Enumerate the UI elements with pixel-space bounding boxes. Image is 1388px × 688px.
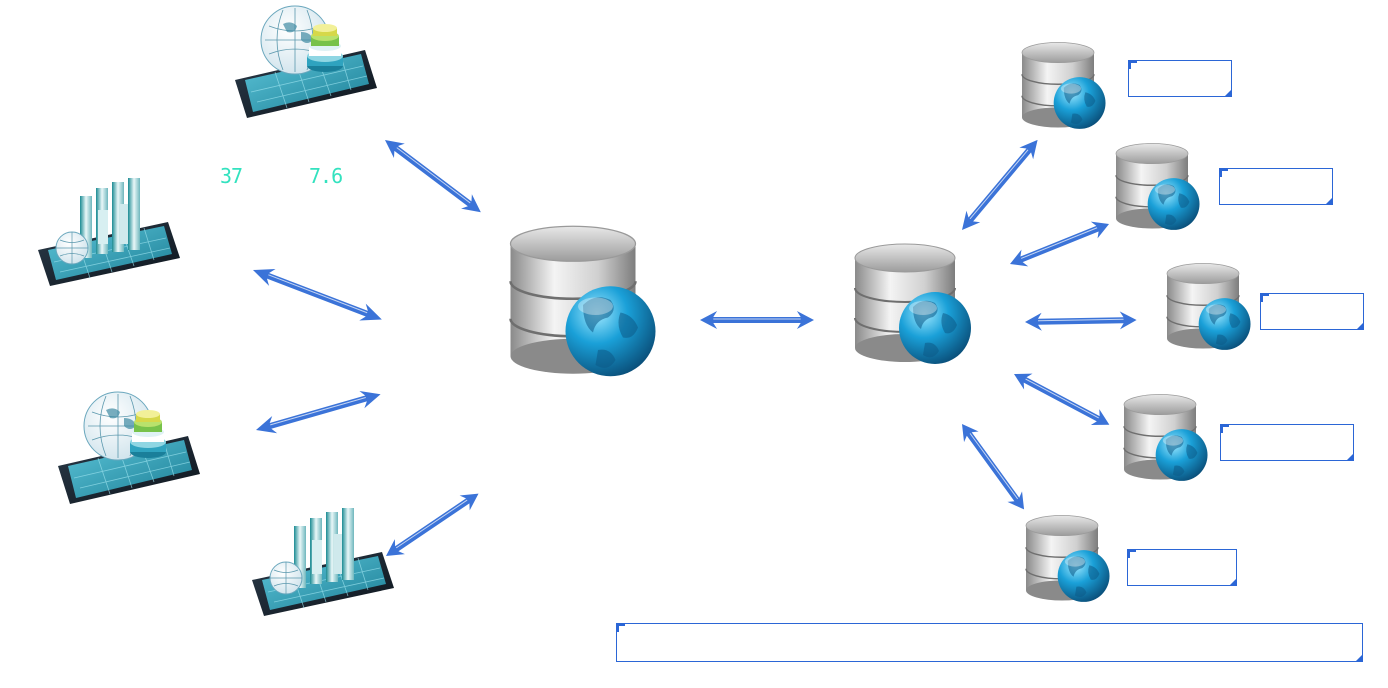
db4-label-box <box>1220 424 1354 461</box>
arrow-client-bottom-to-central <box>380 485 485 564</box>
arrow-hub-to-db1 <box>954 133 1045 237</box>
arrow-hub-to-db5 <box>954 418 1032 516</box>
client-tablet-upper-left <box>37 177 181 287</box>
leaf-database-2 <box>1115 142 1201 231</box>
leaf-database-3 <box>1166 262 1252 351</box>
central-database <box>509 225 657 378</box>
arrow-hub-to-db3 <box>1024 310 1138 332</box>
metric-left: 37 <box>220 164 243 188</box>
db2-label-box <box>1219 168 1333 205</box>
db5-label-box <box>1127 549 1237 586</box>
client-tablet-top <box>234 5 378 119</box>
leaf-database-5 <box>1025 514 1111 603</box>
client-tablet-lower-left <box>57 391 201 505</box>
db3-label-box <box>1260 293 1364 330</box>
client-tablet-bottom <box>251 507 395 617</box>
footer-label-box <box>616 623 1363 662</box>
db1-label-box <box>1128 60 1232 97</box>
arrow-central-to-hub <box>699 310 815 330</box>
arrow-client-top-to-central <box>379 132 487 220</box>
hub-database <box>854 243 972 365</box>
leaf-database-1 <box>1021 41 1107 130</box>
arrow-client-lower-left-to-central <box>252 385 384 440</box>
metric-right: 7.6 <box>309 164 343 188</box>
arrow-hub-to-db4 <box>1009 365 1115 434</box>
leaf-database-4 <box>1123 393 1209 482</box>
arrow-hub-to-db2 <box>1006 215 1113 273</box>
arrow-client-upper-left-to-central <box>249 261 386 329</box>
